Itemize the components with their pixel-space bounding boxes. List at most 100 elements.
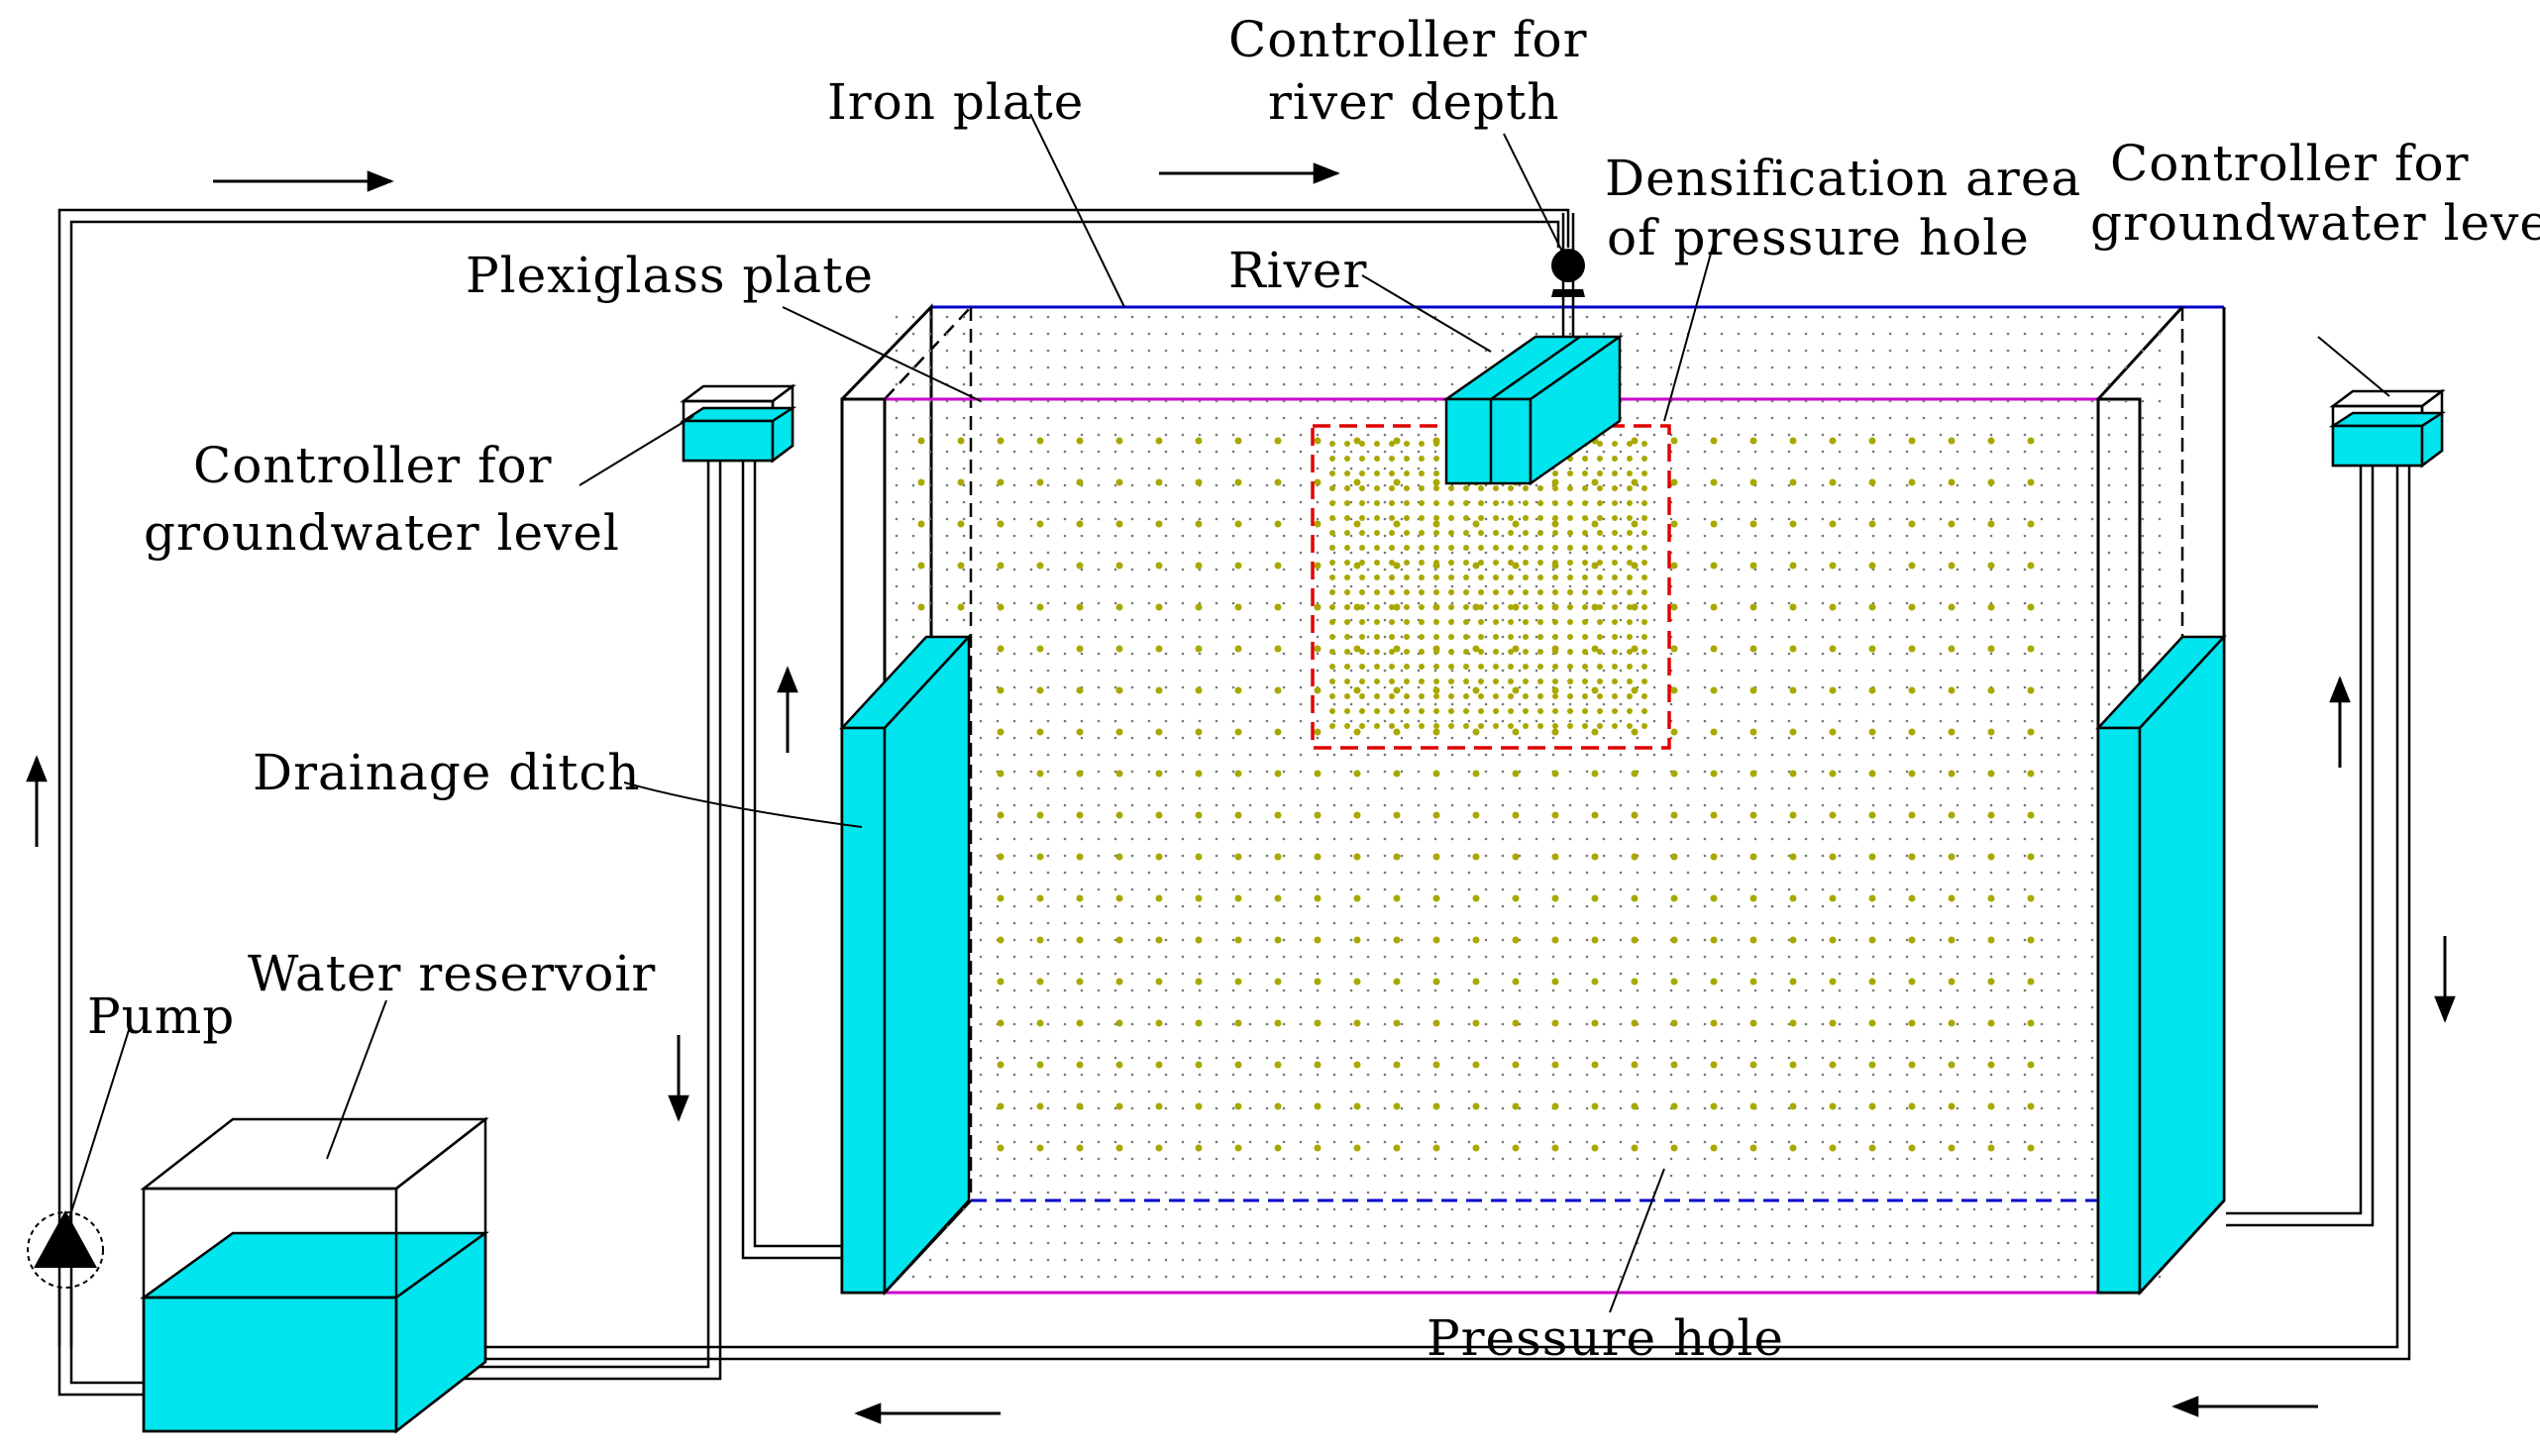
grid-dot (1871, 719, 1875, 723)
pressure-hole-dot (1344, 708, 1350, 714)
grid-dot (1467, 1224, 1471, 1228)
grid-dot (1248, 332, 1252, 336)
grid-dot (2023, 433, 2027, 437)
grid-dot (1972, 1090, 1976, 1093)
grid-dot (2124, 382, 2128, 386)
grid-dot (1989, 820, 1993, 824)
grid-dot (1433, 1157, 1437, 1161)
grid-dot (1838, 382, 1842, 386)
grid-dot (2006, 450, 2010, 454)
grid-dot (2057, 584, 2061, 588)
grid-dot (1518, 1140, 1522, 1144)
grid-dot (1787, 685, 1791, 689)
grid-dot (1535, 1073, 1538, 1077)
grid-dot (1636, 904, 1640, 908)
pressure-hole-dot (1512, 894, 1520, 902)
grid-dot (1450, 736, 1454, 740)
grid-dot (1046, 652, 1050, 656)
grid-dot (2090, 887, 2094, 891)
grid-dot (1467, 685, 1471, 689)
grid-dot (1636, 803, 1640, 807)
grid-dot (2057, 871, 2061, 875)
grid-dot (2124, 399, 2128, 403)
grid-dot (1568, 854, 1572, 858)
grid-dot (1720, 871, 1724, 875)
grid-dot (1956, 904, 1959, 908)
pressure-hole-dot (1274, 728, 1282, 736)
grid-dot (1888, 1258, 1892, 1262)
grid-dot (1113, 1140, 1117, 1144)
grid-dot (1770, 854, 1774, 858)
grid-dot (1400, 685, 1404, 689)
grid-dot (979, 382, 983, 386)
grid-dot (1299, 584, 1303, 588)
grid-dot (1147, 685, 1151, 689)
grid-dot (2040, 1022, 2044, 1026)
grid-dot (1484, 601, 1488, 605)
grid-dot (1215, 433, 1218, 437)
grid-dot (979, 1258, 983, 1262)
grid-dot (1989, 1207, 1993, 1211)
grid-dot (1619, 517, 1623, 521)
grid-dot (1332, 365, 1336, 369)
grid-dot (1989, 652, 1993, 656)
grid-dot (1130, 1073, 1134, 1077)
grid-dot (1551, 803, 1555, 807)
grid-dot (1686, 1022, 1690, 1026)
grid-dot (1097, 972, 1101, 976)
grid-dot (1922, 921, 1926, 925)
grid-dot (1770, 871, 1774, 875)
grid-dot (1737, 1022, 1741, 1026)
pressure-hole-dot (1195, 978, 1203, 986)
pressure-hole-dot (1314, 437, 1322, 445)
pressure-hole-dot (1393, 770, 1401, 778)
grid-dot (1652, 904, 1656, 908)
grid-dot (1248, 955, 1252, 959)
grid-dot (1063, 1157, 1067, 1161)
grid-dot (996, 1056, 1000, 1060)
pressure-hole-dot (1076, 936, 1084, 944)
grid-dot (1535, 938, 1538, 942)
grid-dot (928, 332, 932, 336)
grid-dot (1939, 820, 1943, 824)
grid-dot (1400, 1275, 1404, 1279)
grid-dot (1080, 618, 1084, 622)
pressure-hole-dot (1314, 978, 1322, 986)
grid-dot (1871, 887, 1875, 891)
pressure-hole-dot (1829, 645, 1837, 653)
grid-dot (1282, 568, 1286, 572)
grid-dot (1400, 669, 1404, 673)
grid-dot (1619, 753, 1623, 757)
grid-dot (1602, 904, 1606, 908)
grid-dot (1838, 770, 1842, 774)
grid-dot (1585, 1207, 1589, 1211)
pressure-hole-dot (1868, 1144, 1876, 1152)
grid-dot (2023, 921, 2027, 925)
grid-dot (1888, 955, 1892, 959)
grid-dot (1063, 803, 1067, 807)
grid-dot (1012, 955, 1016, 959)
grid-dot (2124, 483, 2128, 487)
grid-dot (1467, 786, 1471, 790)
grid-dot (1417, 921, 1421, 925)
grid-dot (1147, 618, 1151, 622)
grid-dot (1282, 635, 1286, 639)
grid-dot (2090, 1022, 2094, 1026)
grid-dot (1467, 483, 1471, 487)
grid-dot (1922, 1275, 1926, 1279)
grid-dot (1686, 635, 1690, 639)
grid-dot (1905, 1090, 1909, 1093)
grid-dot (945, 1275, 949, 1279)
grid-dot (1467, 837, 1471, 841)
grid-dot (1484, 1258, 1488, 1262)
grid-dot (1956, 1224, 1959, 1228)
grid-dot (1972, 1191, 1976, 1195)
grid-dot (1265, 618, 1269, 622)
grid-dot (1012, 921, 1016, 925)
grid-dot (1164, 416, 1168, 420)
grid-dot (1838, 736, 1842, 740)
grid-dot (1939, 753, 1943, 757)
pressure-hole-dot (1393, 978, 1401, 986)
grid-dot (1332, 685, 1336, 689)
grid-dot (1770, 1224, 1774, 1228)
